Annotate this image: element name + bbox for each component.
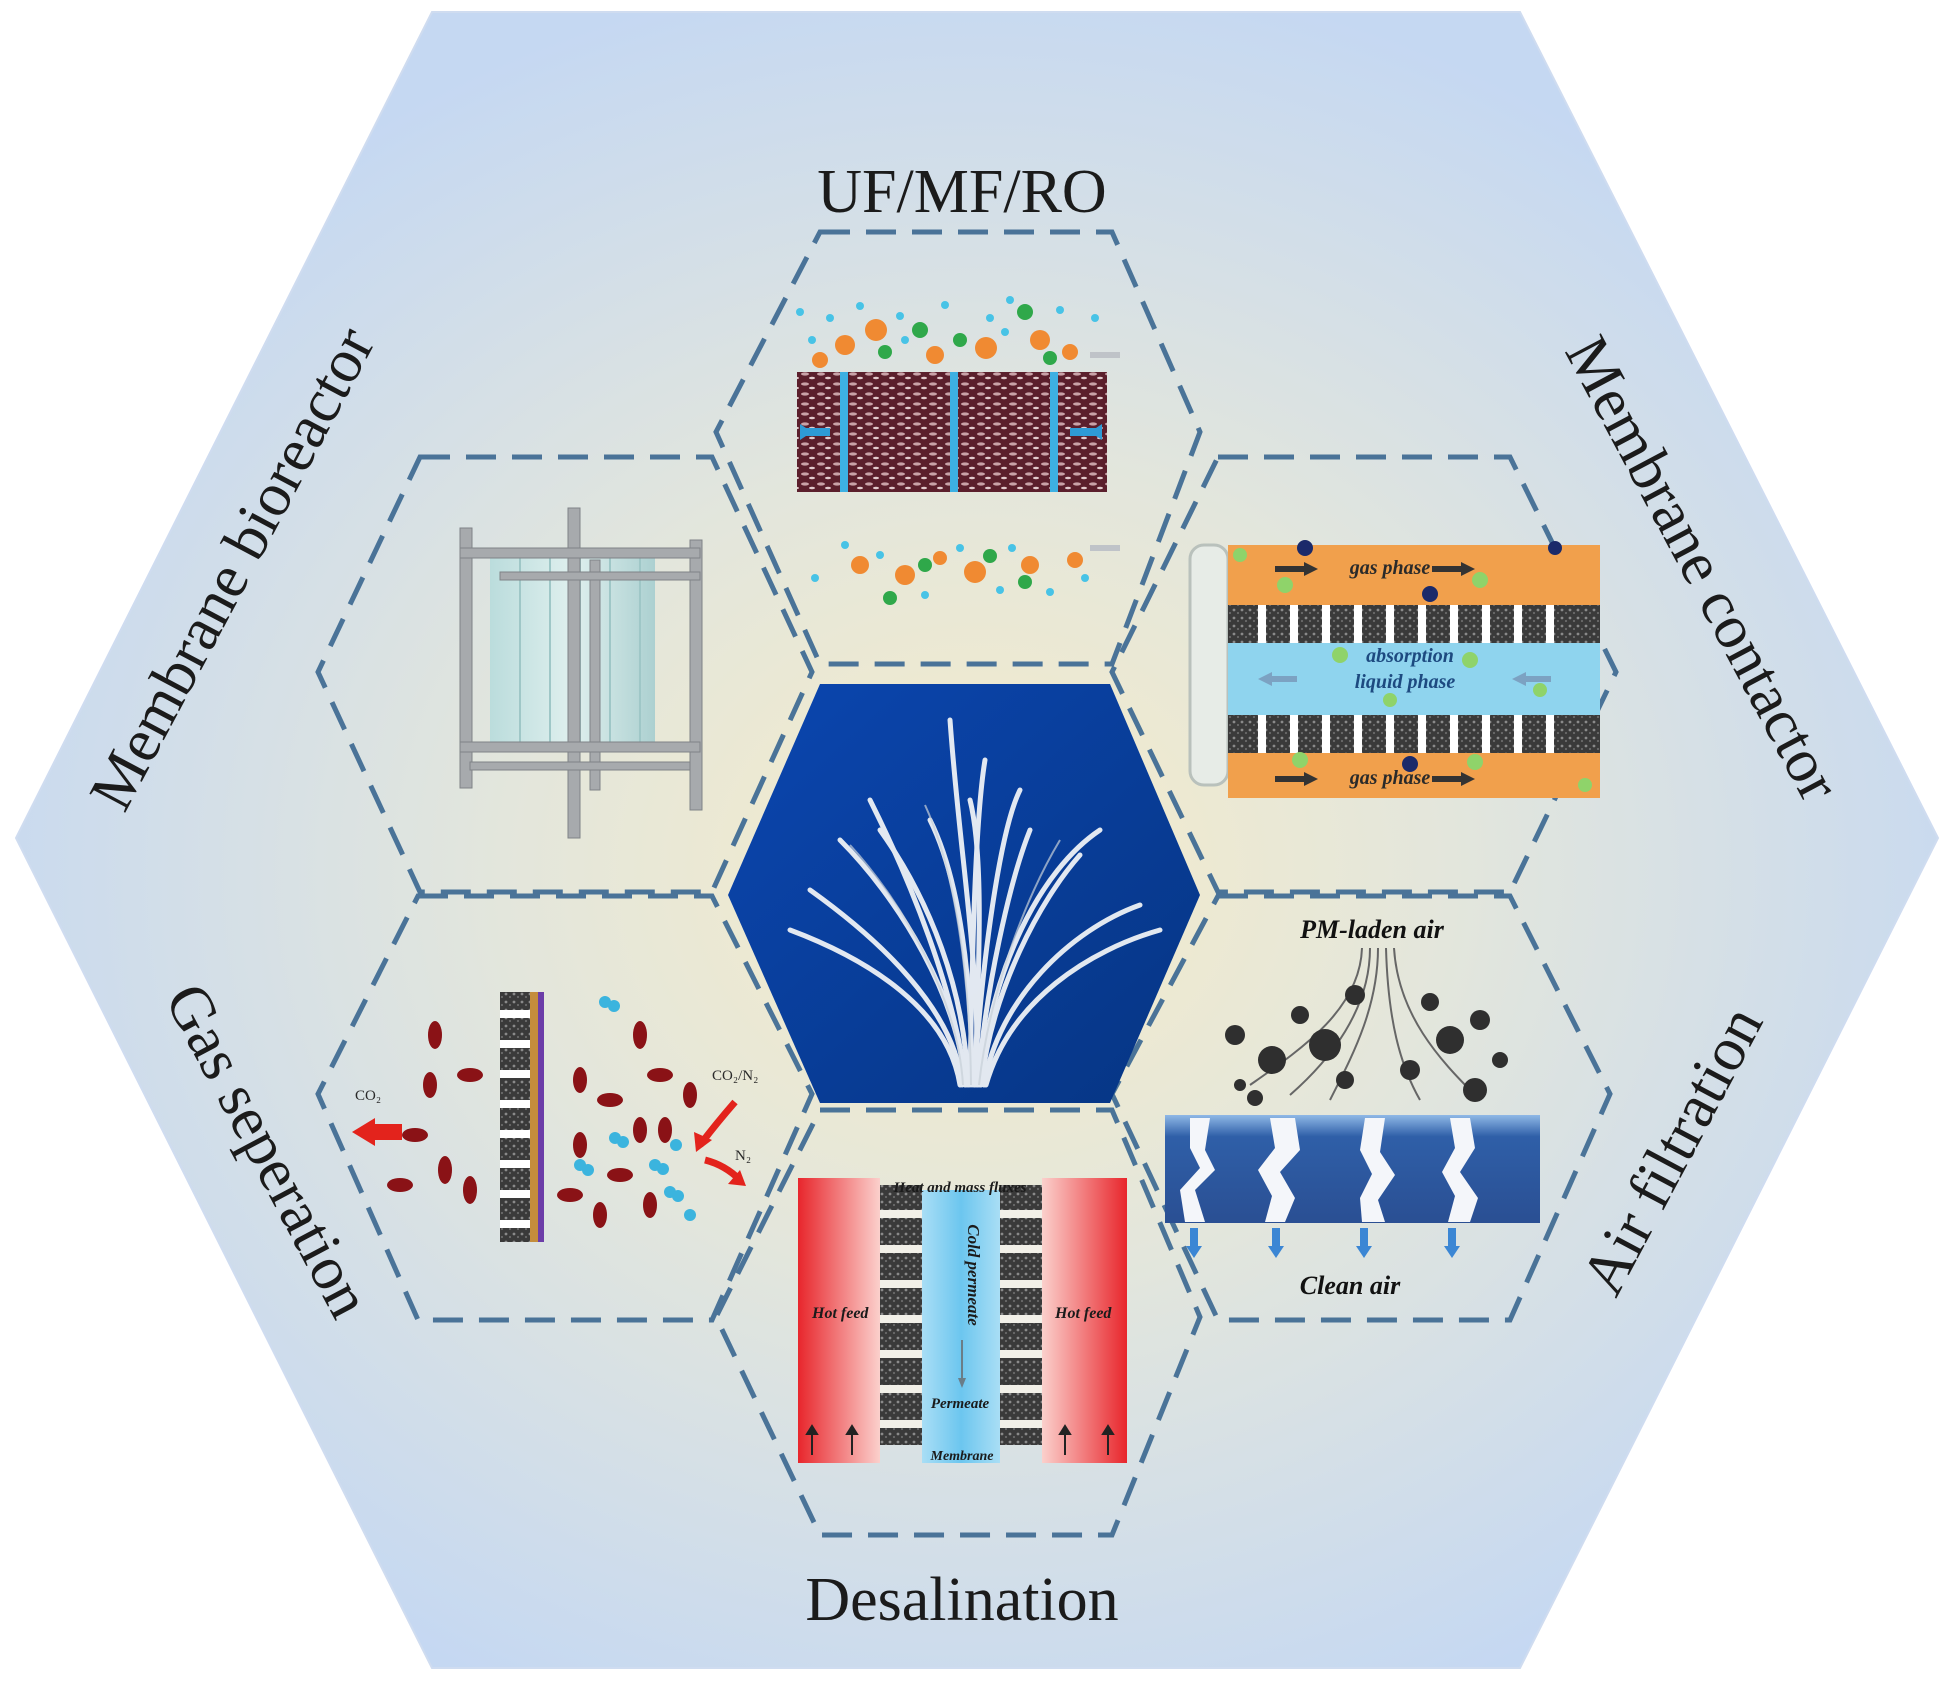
gas-co2-label: CO₂ bbox=[355, 1088, 381, 1104]
desal-permeate: Permeate bbox=[931, 1396, 990, 1412]
desal-hot-right: Hot feed bbox=[1054, 1305, 1112, 1322]
dashed-hexagon-group bbox=[315, 229, 1619, 1538]
hex-bottom-outline bbox=[713, 1107, 1203, 1538]
desalination-illustration: Heat and mass fluxes Hot feed Hot feed C… bbox=[798, 1178, 1127, 1464]
air-filtration-illustration: PM-laden air Clean air bbox=[1165, 915, 1540, 1300]
hex-top-outline bbox=[713, 229, 1203, 667]
hex-upper-right-outline bbox=[1109, 454, 1619, 895]
membrane-bioreactor-illustration bbox=[459, 507, 703, 839]
desal-fluxes: Heat and mass fluxes bbox=[893, 1180, 1027, 1196]
air-in-label: PM-laden air bbox=[1299, 915, 1445, 944]
air-out-label: Clean air bbox=[1300, 1271, 1401, 1300]
contactor-liquid-phase: liquid phase bbox=[1355, 671, 1456, 693]
desal-membrane: Membrane bbox=[930, 1449, 994, 1464]
contactor-absorption: absorption bbox=[1366, 645, 1454, 667]
hex-upper-left-outline bbox=[315, 454, 815, 895]
gas-separation-illustration: CO₂ CO₂/N₂ N₂ bbox=[352, 992, 758, 1242]
hex-lower-left-outline bbox=[315, 893, 815, 1323]
gas-mix-label: CO₂/N₂ bbox=[712, 1068, 758, 1084]
membrane-contactor-illustration: gas phase absorption liquid phase gas ph… bbox=[1188, 540, 1600, 798]
label-desalination: Desalination bbox=[805, 1566, 1118, 1634]
desal-hot-left: Hot feed bbox=[811, 1305, 869, 1322]
uf-mf-ro-illustration bbox=[796, 296, 1120, 605]
gas-n2-label: N₂ bbox=[735, 1148, 751, 1164]
center-fiber-image bbox=[728, 684, 1200, 1103]
contactor-gas-bottom: gas phase bbox=[1349, 767, 1431, 789]
contactor-gas-top: gas phase bbox=[1349, 557, 1431, 579]
label-uf-mf-ro: UF/MF/RO bbox=[817, 158, 1106, 226]
desal-cold-permeate: Cold permeate bbox=[964, 1224, 983, 1326]
